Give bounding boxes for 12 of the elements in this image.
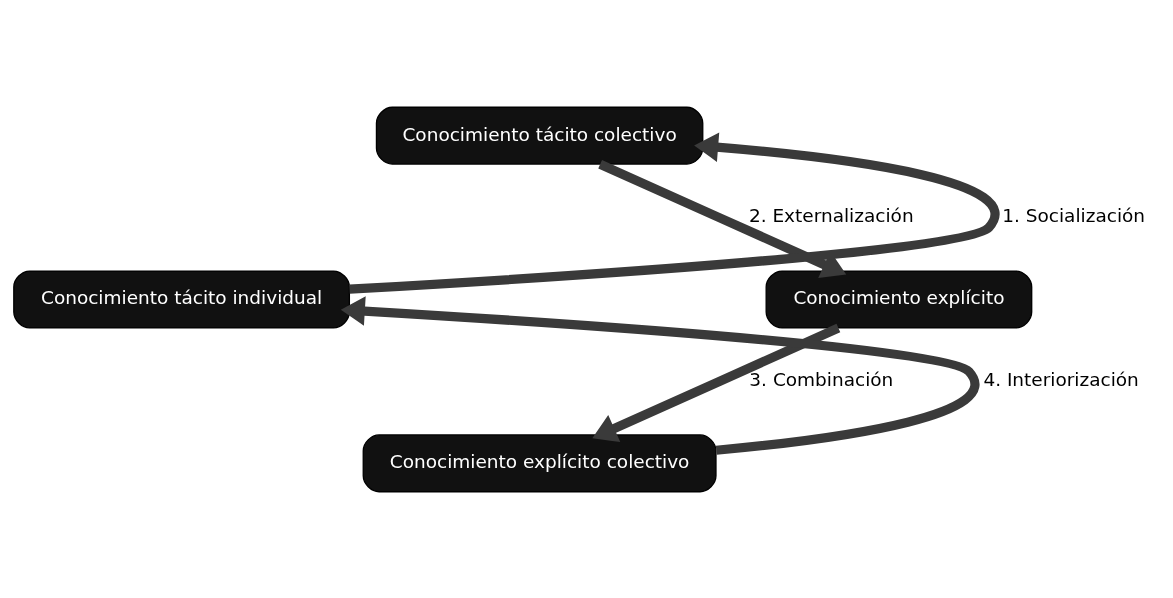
arrow — [349, 132, 999, 294]
node-box: Conocimiento tácito individual — [13, 269, 351, 329]
edge-label: 2. Externalización — [748, 204, 914, 226]
arrow — [592, 323, 841, 442]
node-box: Conocimiento explícito — [765, 269, 1033, 329]
arrow — [598, 159, 847, 278]
arrow — [340, 295, 979, 455]
edge-label: 1. Socialización — [1002, 204, 1146, 226]
node-box: Conocimiento tácito colectivo — [375, 106, 704, 165]
node-box: Conocimiento explícito colectivo — [362, 433, 717, 492]
edge-label: 4. Interiorización — [983, 368, 1139, 390]
edge-label: 3. Combinación — [749, 368, 894, 390]
